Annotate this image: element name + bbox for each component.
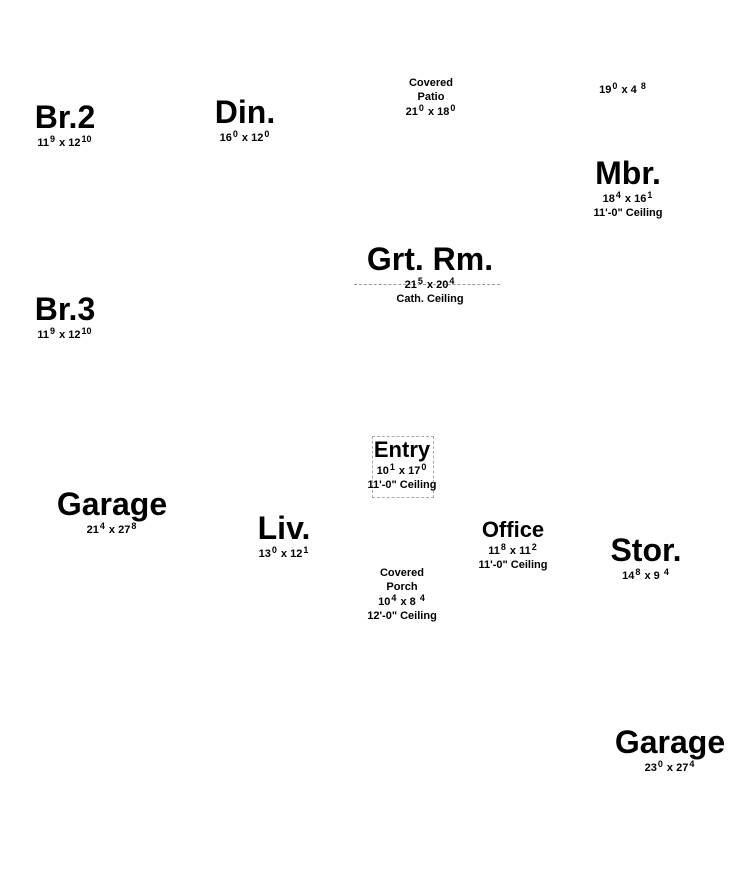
room-label-grt-rm: Grt. Rm. 215 x 204 Cath. Ceiling (367, 243, 493, 306)
room-name-line: Patio (417, 91, 445, 103)
room-name: Entry (373, 437, 431, 462)
room-label-br3: Br.3 119 x 1210 (35, 293, 95, 342)
room-name: Garage (614, 724, 726, 760)
room-label-covered-porch: Covered Porch 104 x 8 4 12'-0" Ceiling (367, 566, 437, 623)
room-name: Grt. Rm. (366, 241, 494, 277)
room-label-garage-2: Garage 230 x 274 (615, 726, 725, 775)
room-label-office: Office 118 x 112 11'-0" Ceiling (479, 519, 548, 572)
room-dimensions: 130 x 121 (258, 545, 309, 560)
room-name: Stor. (610, 532, 682, 568)
room-dimensions: 119 x 1210 (37, 326, 92, 341)
room-label-din: Din. 160 x 120 (215, 96, 275, 145)
room-name: Din. (214, 94, 276, 130)
room-name: Mbr. (595, 155, 661, 191)
room-dimensions: 118 x 112 (488, 542, 537, 557)
ceiling-note: Cath. Ceiling (396, 293, 464, 305)
room-dimensions: 190 x 4 8 (599, 81, 646, 96)
room-dimensions: 215 x 204 (404, 276, 455, 291)
room-name-line: Covered (379, 567, 425, 579)
room-dimensions: 210 x 180 (405, 103, 456, 118)
room-dimensions: 214 x 278 (86, 521, 137, 536)
room-name: Office (481, 517, 545, 542)
ceiling-note: 12'-0" Ceiling (367, 610, 437, 622)
room-label-covered-patio: Covered Patio 210 x 180 (406, 76, 457, 119)
room-name: Liv. (257, 510, 311, 546)
room-name: Garage (56, 486, 168, 522)
grt-rm-dashed-line (354, 284, 500, 285)
room-name: Br.2 (34, 99, 96, 135)
ceiling-note: 11'-0" Ceiling (367, 479, 437, 491)
room-name-line: Porch (386, 581, 418, 593)
room-label-entry: Entry 101 x 170 11'-0" Ceiling (368, 439, 437, 492)
ceiling-note: 11'-0" Ceiling (478, 559, 548, 571)
room-dimensions: 104 x 8 4 (378, 593, 425, 608)
room-label-stor: Stor. 148 x 9 4 (610, 534, 681, 583)
ceiling-note: 11'-0" Ceiling (593, 207, 663, 219)
room-dimensions: 230 x 274 (644, 759, 695, 774)
room-dimensions: 160 x 120 (219, 129, 270, 144)
room-dimensions: 148 x 9 4 (622, 567, 669, 582)
room-dimensions: 119 x 1210 (37, 134, 92, 149)
room-label-garage: Garage 214 x 278 (57, 488, 167, 537)
room-name-line: Covered (408, 77, 454, 89)
room-label-unnamed: 190 x 4 8 (599, 80, 647, 97)
room-label-br2: Br.2 119 x 1210 (35, 101, 95, 150)
entry-dashed-box (372, 436, 434, 498)
room-label-mbr: Mbr. 184 x 161 11'-0" Ceiling (594, 157, 663, 220)
room-label-liv: Liv. 130 x 121 (258, 512, 311, 561)
room-dimensions: 101 x 170 (376, 462, 427, 477)
room-dimensions: 184 x 161 (602, 190, 653, 205)
room-name: Br.3 (34, 291, 96, 327)
